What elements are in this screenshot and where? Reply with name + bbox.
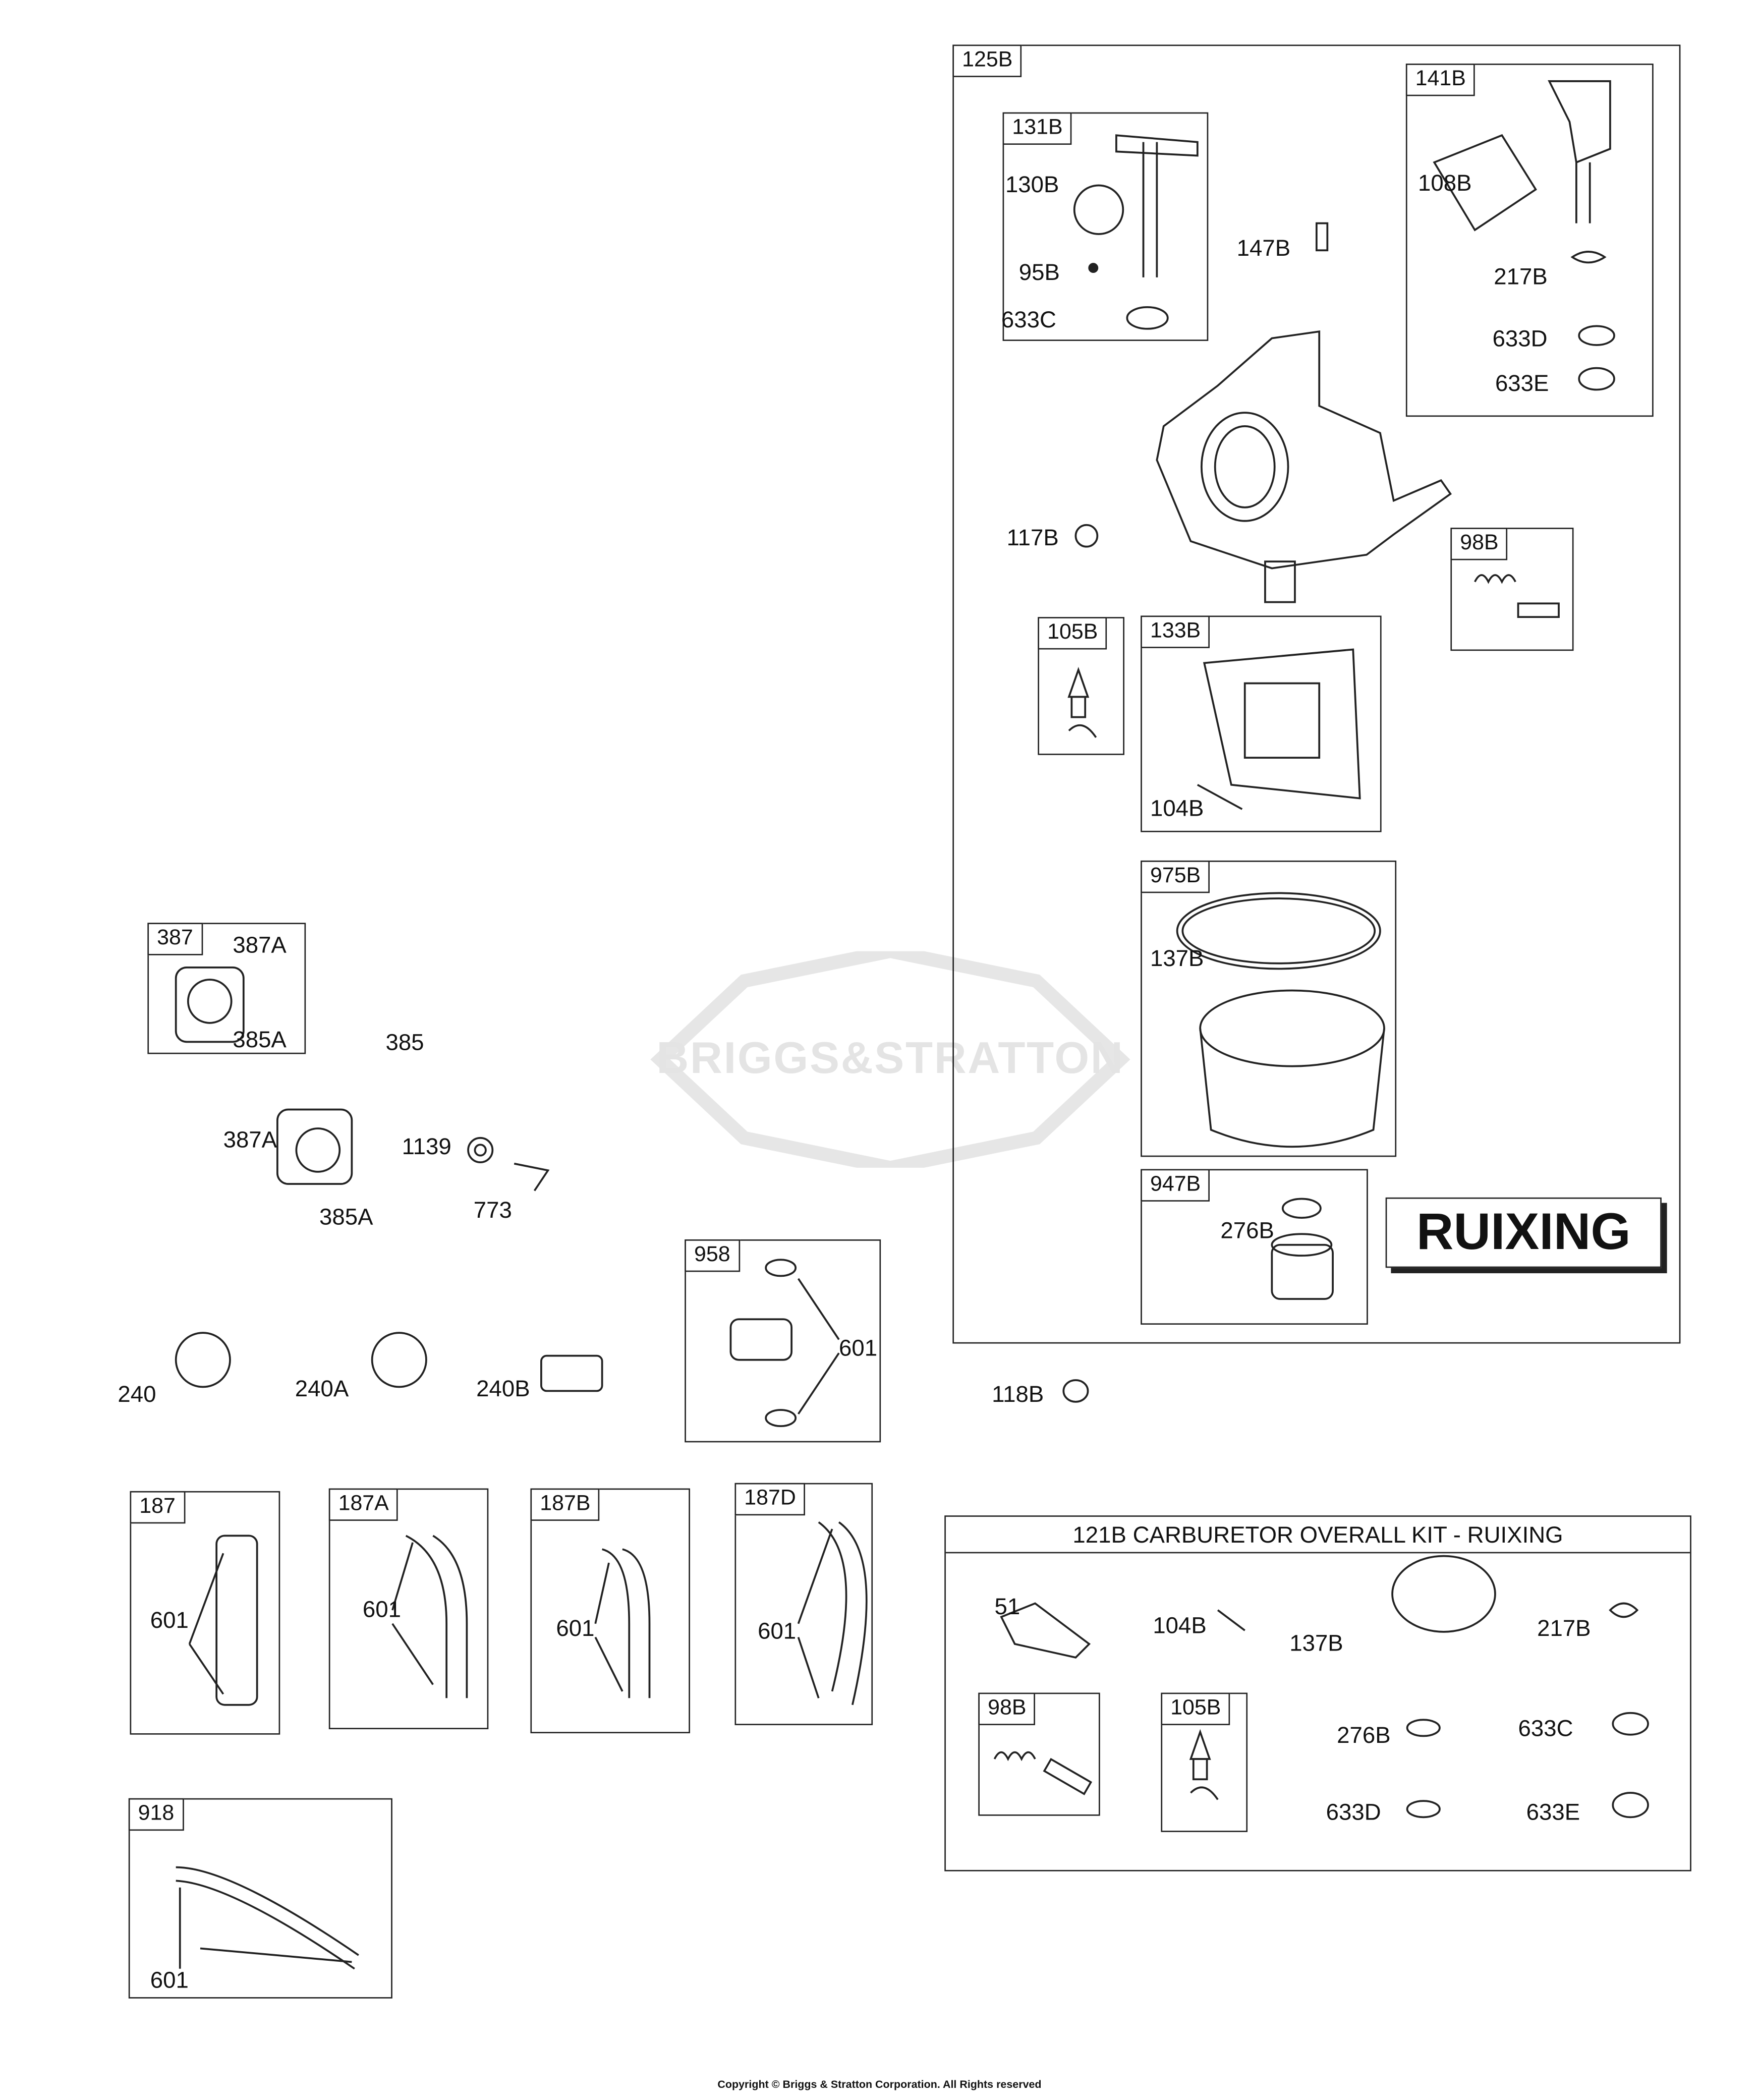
part-number-label: 147B xyxy=(1236,235,1291,261)
shutoff-valve-icon xyxy=(729,1259,840,1428)
part-number-label: 633D xyxy=(1326,1799,1381,1826)
watermark-text: BRIGGS&STRATTON xyxy=(656,1032,1124,1083)
group-tag: 187 xyxy=(130,1491,185,1524)
part-number-label: 385A xyxy=(319,1204,373,1230)
part-number-label: 240A xyxy=(295,1376,349,1402)
throttle-shaft-icon xyxy=(1073,134,1199,330)
part-number-label: 601 xyxy=(839,1335,878,1361)
group-tag: 187B xyxy=(530,1488,600,1521)
part-number-label: 51 xyxy=(994,1594,1020,1620)
part-number-label: 387A xyxy=(223,1127,277,1153)
group-187A: 187A xyxy=(328,1488,489,1729)
part-number-label: 633C xyxy=(1001,307,1056,333)
kit-group-105B: 105B xyxy=(1161,1692,1248,1832)
group-tag: 105B xyxy=(1038,617,1108,650)
group-133B: 133B xyxy=(1141,615,1382,832)
group-187: 187 xyxy=(130,1491,280,1735)
spring-screw-icon xyxy=(993,574,1560,1795)
group-125B: 125B xyxy=(952,44,1681,1344)
carburetor-kit-121B: 121B CARBURETOR OVERALL KIT - RUIXING xyxy=(944,1515,1691,1871)
group-tag: 958 xyxy=(685,1239,740,1272)
part-number-label: 601 xyxy=(150,1967,189,1994)
group-141B: 141B xyxy=(1405,64,1654,417)
part-number-label: 385A xyxy=(233,1027,287,1053)
part-number-label: 601 xyxy=(362,1597,401,1623)
part-number-label: 130B xyxy=(1005,172,1059,198)
part-number-label: 137B xyxy=(1289,1630,1343,1657)
group-tag: 98B xyxy=(1450,528,1508,560)
kit-title: 121B CARBURETOR OVERALL KIT - RUIXING xyxy=(945,1517,1690,1554)
group-tag: 387 xyxy=(147,923,203,955)
group-98B: 98B xyxy=(1450,528,1574,651)
part-number-label: 276B xyxy=(1220,1218,1274,1244)
group-975B: 975B xyxy=(1141,860,1397,1157)
group-tag: 105B xyxy=(1161,1692,1231,1725)
group-tag: 947B xyxy=(1141,1169,1210,1202)
part-number-label: 601 xyxy=(150,1607,189,1633)
part-number-label: 1139 xyxy=(402,1133,451,1160)
part-number-label: 276B xyxy=(1337,1722,1391,1748)
part-number-label: 118B xyxy=(992,1381,1044,1407)
part-number-label: 633D xyxy=(1492,326,1548,352)
fuel-filter-icon xyxy=(175,1332,603,1392)
fuel-pump-icon xyxy=(175,966,550,1191)
part-number-label: 108B xyxy=(1418,170,1472,196)
group-tag: 187D xyxy=(734,1483,806,1516)
briggs-stratton-watermark: BRIGGS&STRATTON xyxy=(650,944,1131,1175)
part-number-label: 601 xyxy=(556,1615,595,1641)
fuel-line-icons xyxy=(176,1521,868,1970)
part-number-label: 387A xyxy=(233,932,287,958)
group-187B: 187B xyxy=(530,1488,690,1734)
part-number-label: 217B xyxy=(1537,1615,1591,1641)
ruixing-brand-label: RUIXING xyxy=(1385,1197,1662,1268)
group-tag: 141B xyxy=(1405,64,1476,96)
copyright-notice: Copyright © Briggs & Stratton Corporatio… xyxy=(717,2078,1042,2091)
part-number-label: 117B xyxy=(1006,525,1059,551)
group-187D: 187D xyxy=(734,1483,873,1725)
part-number-label: 601 xyxy=(758,1618,797,1644)
bowl-gasket-icon xyxy=(1176,892,1496,1633)
group-tag: 918 xyxy=(128,1798,184,1831)
part-number-label: 240 xyxy=(118,1381,156,1407)
kit-parts-icons xyxy=(1000,1602,1649,1819)
part-number-label: 773 xyxy=(473,1197,512,1223)
carburetor-body-icon xyxy=(1156,330,1452,603)
group-tag: 133B xyxy=(1141,615,1210,648)
kit-group-98B: 98B xyxy=(978,1692,1100,1816)
choke-shaft-icon xyxy=(1433,80,1615,391)
part-number-label: 633E xyxy=(1526,1799,1580,1826)
part-number-label: 95B xyxy=(1018,260,1060,286)
group-tag: 975B xyxy=(1141,860,1210,893)
group-131B: 131B xyxy=(1002,112,1209,341)
group-tag: 98B xyxy=(978,1692,1036,1725)
group-387: 387 xyxy=(147,923,306,1054)
part-number-label: 240B xyxy=(476,1376,530,1402)
part-number-label: 633E xyxy=(1495,370,1549,396)
part-number-label: 137B xyxy=(1150,945,1204,972)
part-number-label: 104B xyxy=(1150,796,1204,822)
part-number-label: 633C xyxy=(1518,1716,1573,1742)
group-tag: 125B xyxy=(952,44,1023,77)
part-number-label: 104B xyxy=(1153,1613,1207,1639)
group-947B: 947B xyxy=(1141,1169,1368,1325)
group-958: 958 xyxy=(685,1239,881,1443)
watermark-hexagon-icon xyxy=(650,944,1130,1175)
solenoid-icon xyxy=(1271,1198,1334,1300)
group-105B: 105B xyxy=(1038,617,1124,755)
part-number-label: 217B xyxy=(1494,264,1548,290)
group-918: 918 xyxy=(128,1798,392,1999)
group-tag: 131B xyxy=(1002,112,1072,145)
group-tag: 187A xyxy=(328,1488,399,1521)
small-parts-icons xyxy=(1062,222,1329,1403)
float-icon xyxy=(1197,648,1361,810)
part-number-label: 385 xyxy=(385,1030,424,1056)
needle-valve-icon xyxy=(1067,667,1219,1800)
